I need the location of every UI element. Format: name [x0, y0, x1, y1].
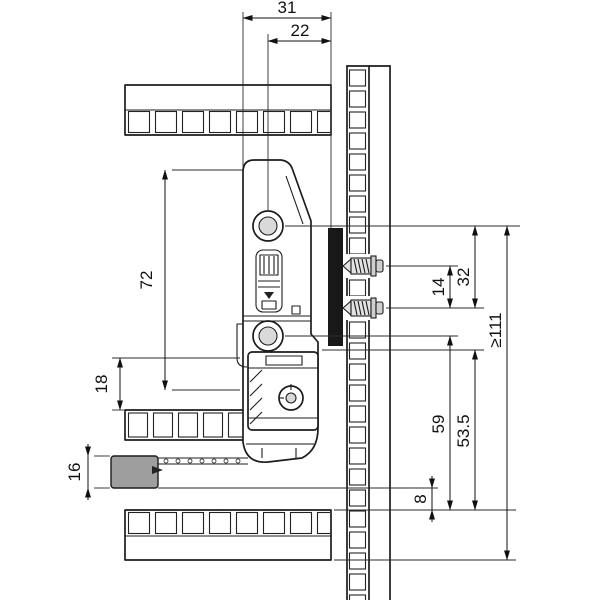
dim-label-53-5: 53.5: [454, 414, 473, 447]
chipboard-hatch: [348, 67, 368, 600]
system-screw-lower: [342, 296, 385, 320]
dim-label-8: 8: [411, 494, 430, 503]
runner-front-piece: [110, 455, 159, 489]
runner-stop-detail: [152, 466, 163, 474]
lower-screw-hole: [252, 320, 284, 352]
dim-label-59: 59: [429, 415, 448, 434]
dim-label-min-111: ≥111: [486, 312, 505, 347]
screw-head: [375, 301, 384, 315]
screw-head: [375, 259, 384, 273]
dim-label-32: 32: [454, 268, 473, 287]
cabinet-side-panel: [346, 65, 391, 600]
cam-adjuster: [278, 384, 304, 411]
dim-label-14: 14: [429, 278, 448, 297]
dim-label-31: 31: [278, 0, 297, 17]
front-fixing-bracket: [236, 159, 319, 463]
dim-label-72: 72: [137, 271, 156, 290]
dimensions: 31 22 72 18 16 14 32 ≥111 59 53.5 8: [65, 0, 510, 561]
drawer-bottom-panel: [124, 409, 249, 441]
chipboard-hatch: [126, 411, 247, 439]
upper-screw-hole: [252, 210, 284, 242]
dim-label-22: 22: [291, 21, 310, 40]
adjust-arrow-icon: [264, 292, 274, 299]
detent-detail: [291, 305, 301, 315]
mounting-plate: [328, 228, 343, 346]
dim-label-16: 16: [65, 463, 84, 482]
cabinet-top-panel: [124, 84, 332, 136]
system-screw-upper: [342, 254, 385, 278]
locking-unit: [247, 351, 319, 431]
extension-lines: [94, 12, 520, 561]
cabinet-bottom-panel: [124, 509, 332, 561]
height-adjuster: [255, 249, 283, 313]
runner-balls: [163, 458, 241, 464]
dim-label-18: 18: [92, 375, 111, 394]
chipboard-hatch: [126, 110, 330, 134]
chipboard-hatch: [126, 511, 330, 535]
